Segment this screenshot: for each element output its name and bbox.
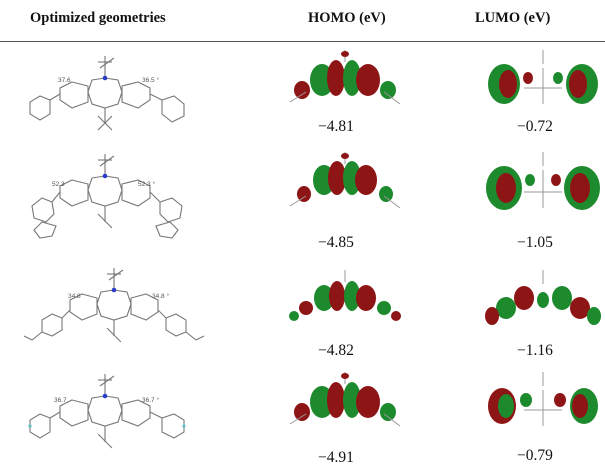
- dihedral-angle-left: 36.7: [54, 397, 67, 404]
- header-rule: [0, 41, 605, 42]
- molecule-geometry-4: 36.7 36.7 °: [28, 374, 186, 449]
- lumo-orbital-1: [488, 50, 598, 104]
- lumo-value-1: −0.72: [517, 118, 553, 135]
- lumo-orbital-4: [488, 372, 598, 426]
- homo-orbital-4: [289, 372, 401, 427]
- molecule-geometry-2: 52.3 52.3 °: [31, 154, 183, 239]
- homo-value-1: −4.81: [318, 118, 354, 135]
- lumo-value-3: −1.16: [517, 342, 553, 359]
- molecule-geometry-1: 37.6 36.5 °: [29, 56, 185, 131]
- lumo-value-4: −0.79: [517, 447, 553, 464]
- dihedral-angle-left: 34.8: [68, 293, 81, 300]
- lumo-orbital-2: [486, 152, 600, 210]
- homo-orbital-3: [289, 270, 401, 321]
- header-lumo: LUMO (eV): [475, 10, 551, 26]
- homo-value-4: −4.91: [318, 449, 354, 466]
- homo-orbital-2: [289, 152, 401, 209]
- header-optimized-geometries: Optimized geometries: [30, 10, 166, 26]
- dihedral-angle-right: 34.8 °: [152, 292, 169, 300]
- molecule-geometry-3: 34.8 34.8 °: [23, 268, 205, 343]
- dihedral-angle-right: 52.3 °: [138, 180, 155, 188]
- dihedral-angle-right: 36.5 °: [142, 76, 159, 84]
- homo-orbital-1: [289, 50, 401, 105]
- lumo-orbital-3: [485, 270, 601, 325]
- homo-value-3: −4.82: [318, 342, 354, 359]
- dihedral-angle-right: 36.7 °: [142, 396, 159, 404]
- dihedral-angle-left: 37.6: [58, 77, 71, 84]
- homo-value-2: −4.85: [318, 234, 354, 251]
- dihedral-angle-left: 52.3: [52, 181, 65, 188]
- lumo-value-2: −1.05: [517, 234, 553, 251]
- header-homo: HOMO (eV): [308, 10, 386, 26]
